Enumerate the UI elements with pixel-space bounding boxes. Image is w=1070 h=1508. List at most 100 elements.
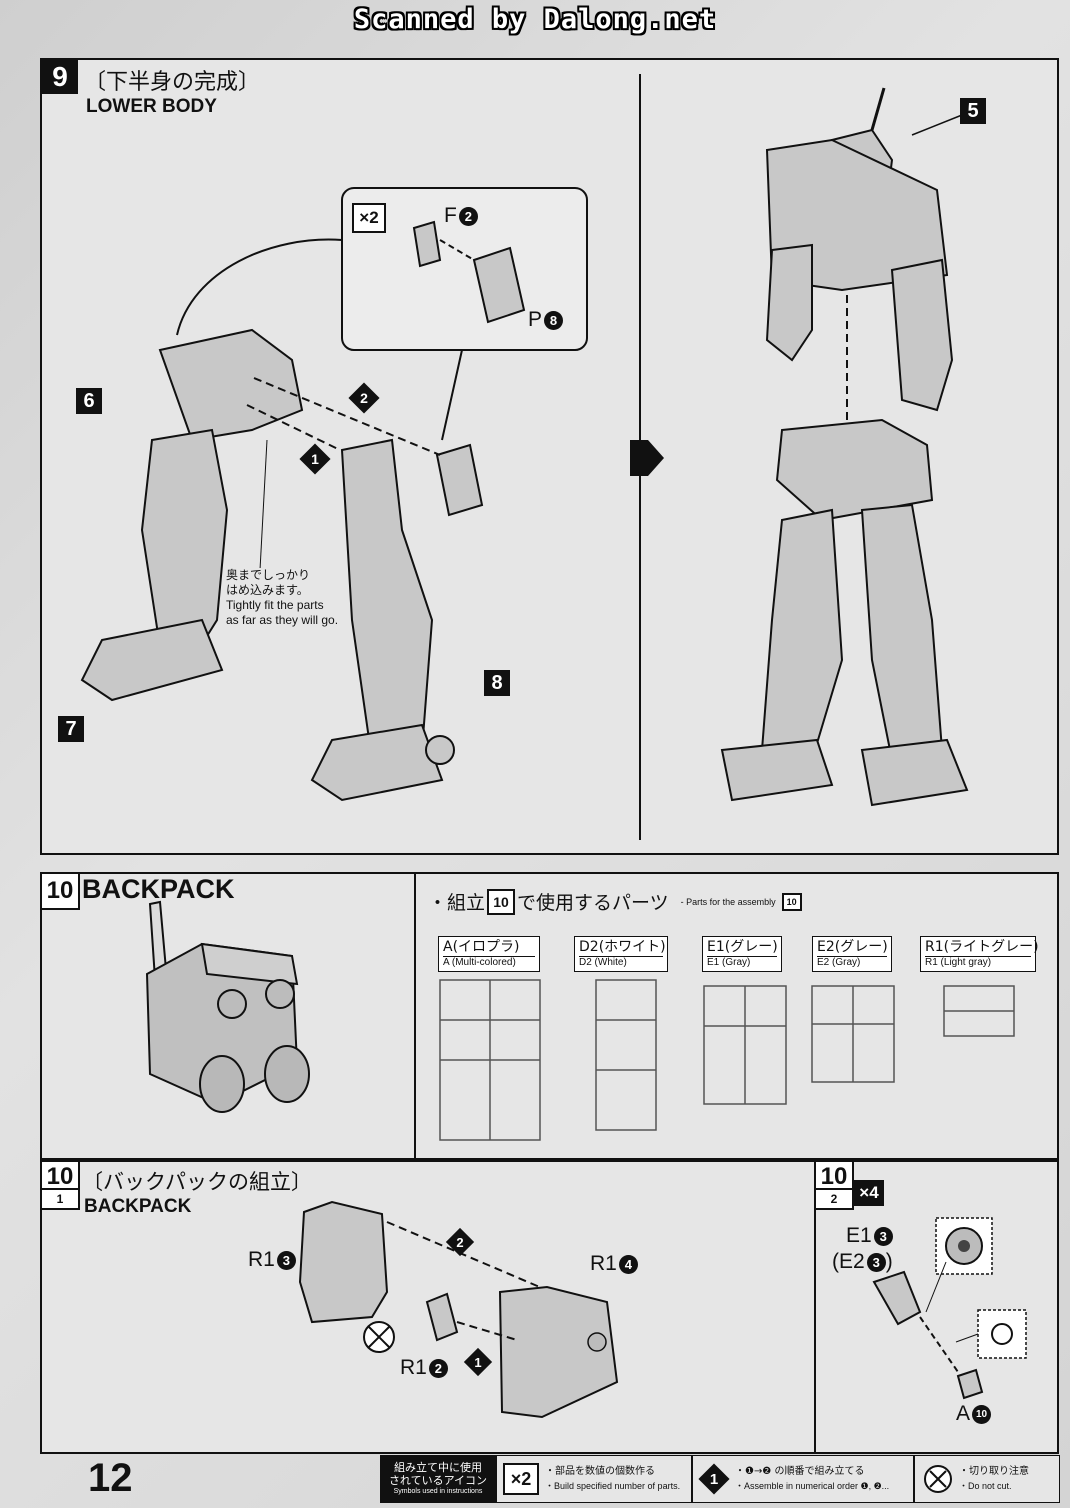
runner-e2-en: E2 (Gray)	[817, 956, 887, 969]
legend-x2-text: ・部品を数値の個数作る ・Build specified number of p…	[545, 1465, 680, 1493]
part-f2-number: 2	[458, 206, 478, 226]
legend-x2-cell: ×2 ・部品を数値の個数作る ・Build specified number o…	[496, 1455, 692, 1503]
legend-order-num: 1	[709, 1470, 719, 1488]
part-a10-number: 10	[972, 1404, 992, 1424]
robot-left-arm	[765, 243, 813, 362]
step10-1-sub: 1	[40, 1188, 80, 1210]
inset-count-badge: ×2	[352, 203, 386, 233]
backpack-illustration	[145, 900, 310, 1113]
part-f2	[412, 220, 442, 268]
step10-title: BACKPACK	[82, 874, 235, 904]
runner-label-d2: D2(ホワイト) D2 (White)	[574, 936, 668, 972]
part-p8-main	[435, 443, 484, 517]
legend-title-jp-2: されているアイコン	[388, 1474, 488, 1487]
legend-order-text: ・❶→❷ の順番で組み立てる ・Assemble in numerical or…	[735, 1465, 889, 1493]
part-e13-number: 3	[873, 1226, 893, 1246]
callout-8: 8	[484, 670, 510, 696]
step9-title-jp: 〔下半身の完成〕	[84, 70, 261, 95]
part-a10	[956, 1368, 984, 1400]
runner-label-e2: E2(グレー) E2 (Gray)	[812, 936, 892, 972]
parts-heading-en: - Parts for the assembly	[680, 896, 776, 907]
part-r14-number: 4	[618, 1254, 638, 1274]
part-p8-number: 8	[544, 310, 564, 330]
legend-x2-badge: ×2	[503, 1463, 539, 1495]
step10-panel: 10 BACKPACK	[40, 872, 416, 1160]
fit-note-jp-2: はめ込みます。	[226, 583, 309, 597]
step9-panel: 9 〔下半身の完成〕 LOWER BODY	[40, 58, 1059, 855]
part-f2-letter: F	[444, 204, 457, 227]
step10-2-number: 10	[814, 1160, 854, 1194]
parts-heading-jp-b: で使用するパーツ	[517, 892, 669, 914]
step10-1-diagram	[298, 1200, 619, 1419]
runner-a-en: A (Multi-colored)	[443, 956, 535, 969]
parts-heading-step-box-small: 10	[781, 892, 802, 911]
step10-1-arrow-2-number: 2	[456, 1234, 464, 1250]
part-e13-letter: E1	[846, 1224, 872, 1247]
legend-x2-jp: ・部品を数値の個数作る	[545, 1466, 655, 1477]
runner-d2-jp: D2(ホワイト)	[579, 939, 666, 955]
runner-e2-jp: E2(グレー)	[817, 939, 888, 955]
legend-cut-en: ・Do not cut.	[959, 1481, 1012, 1491]
legend-cut-text: ・切り取り注意 ・Do not cut.	[959, 1465, 1029, 1493]
part-r13	[298, 1200, 389, 1324]
arrow-step-1-number: 1	[311, 451, 319, 467]
page-number: 12	[88, 1456, 133, 1500]
runner-r1-jp: R1(ライトグレー)	[925, 939, 1039, 955]
legend-x2-en: ・Build specified number of parts.	[545, 1481, 681, 1491]
step10-2-diagram	[872, 1217, 1027, 1400]
legend-cut-cell: ・切り取り注意 ・Do not cut.	[914, 1455, 1060, 1503]
runner-d2-en: D2 (White)	[579, 956, 663, 969]
runner-frames	[439, 979, 1015, 1141]
part-r12	[425, 1292, 459, 1342]
left-hip-block	[158, 328, 304, 442]
runner-label-a: A(イロプラ) A (Multi-colored)	[438, 936, 540, 972]
legend-title-en: Symbols used in instructions	[393, 1488, 483, 1495]
fit-note-en-1: Tightly fit the parts	[226, 598, 324, 612]
part-r13-number: 3	[276, 1250, 296, 1270]
fit-note-jp-1: 奥までしっかり	[226, 568, 311, 582]
callout-7: 7	[58, 716, 84, 742]
runner-label-e1: E1(グレー) E1 (Gray)	[702, 936, 782, 972]
left-foot	[80, 618, 224, 702]
callout-5: 5	[960, 98, 986, 124]
parts-panel: ・組立 10 で使用するパーツ - Parts for the assembly…	[414, 872, 1059, 1160]
robot-hip	[775, 418, 934, 522]
step10-1-title-jp: 〔バックパックの組立〕	[82, 1170, 312, 1194]
fit-note-en-2: as far as they will go.	[226, 613, 339, 627]
step-arrow-icon	[630, 440, 664, 476]
runner-a-jp: A(イロプラ)	[443, 939, 520, 955]
legend-title-jp-1: 組み立て中に使用	[394, 1461, 482, 1474]
step10-2-sub: 2	[814, 1188, 854, 1210]
parts-heading: ・組立 10 で使用するパーツ - Parts for the assembly…	[428, 888, 802, 915]
robot-legs	[760, 503, 944, 762]
do-not-cut-legend-icon	[924, 1465, 952, 1493]
part-a10-letter: A	[956, 1402, 971, 1425]
part-r14	[498, 1285, 619, 1419]
legend-cut-jp: ・切り取り注意	[959, 1466, 1029, 1477]
part-r12-letter: R1	[400, 1356, 427, 1379]
step10-1-arrow-1-number: 1	[474, 1354, 482, 1370]
runner-e1-en: E1 (Gray)	[707, 956, 777, 969]
runner-label-r1: R1(ライトグレー) R1 (Light gray)	[920, 936, 1039, 972]
part-e13-cone	[872, 1270, 922, 1326]
legend-order-en: ・Assemble in numerical order ❶, ❷...	[735, 1481, 890, 1491]
part-p8-letter: P	[528, 308, 543, 331]
inset-box	[341, 187, 588, 351]
step10-number: 10	[40, 872, 80, 910]
legend-order-icon: 1	[698, 1463, 730, 1495]
icon-legend: 組み立て中に使用 されているアイコン Symbols used in instr…	[380, 1455, 1060, 1503]
legend-order-jp: ・❶→❷ の順番で組み立てる	[735, 1466, 865, 1477]
right-foot	[310, 723, 444, 802]
part-p8	[472, 246, 526, 324]
fit-note: 奥までしっかり はめ込みます。 Tightly fit the parts as…	[226, 568, 339, 628]
parts-heading-jp-a: ・組立	[428, 892, 486, 914]
robot-feet	[720, 738, 969, 807]
